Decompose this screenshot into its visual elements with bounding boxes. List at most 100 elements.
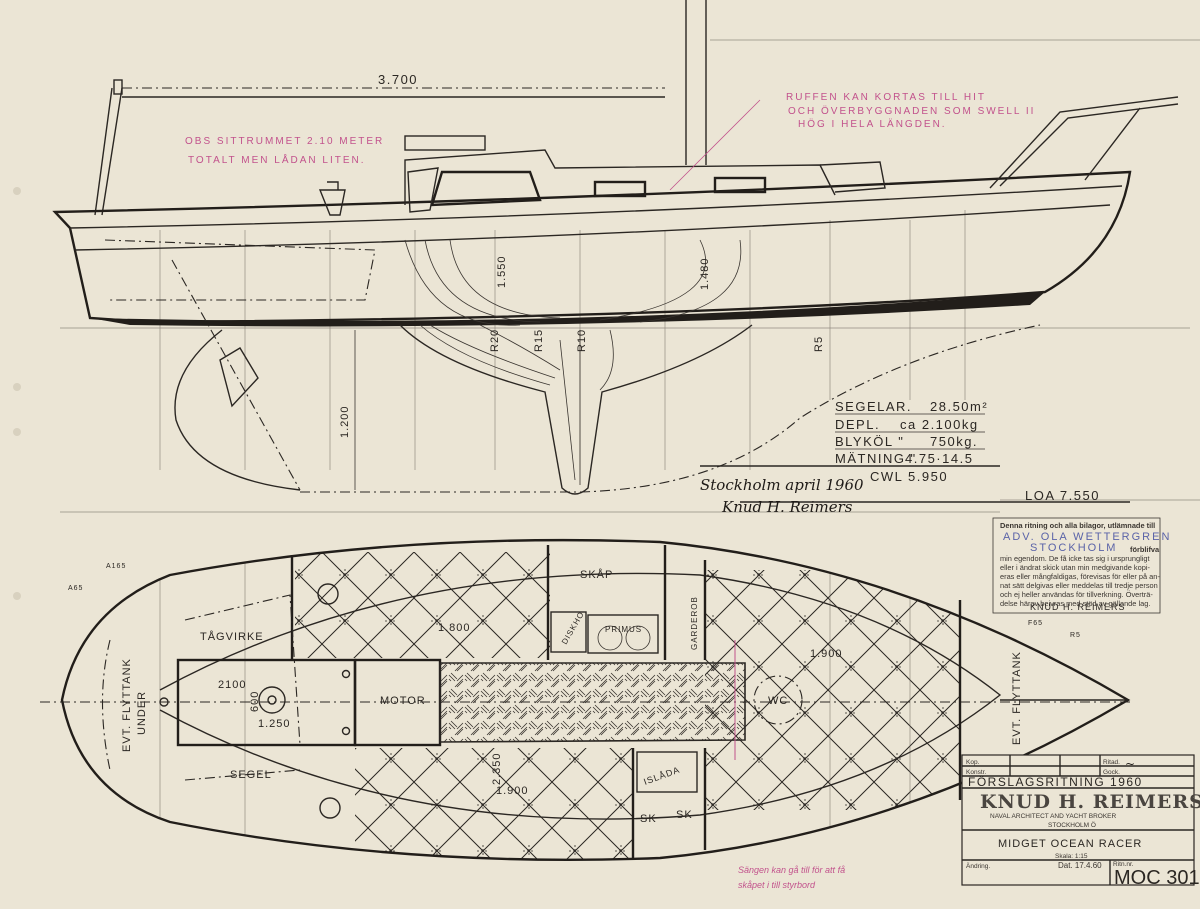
stamp-text: nat sätt delgivas eller meddelas till tr… xyxy=(1000,581,1158,590)
cushion-pattern xyxy=(295,552,550,658)
firm-subtitle: NAVAL ARCHITECT AND YACHT BROKER xyxy=(990,813,1116,820)
spec-label: BLYKÖL " xyxy=(835,434,904,449)
checker-signature: ~ xyxy=(1125,757,1135,771)
ownership-stamp: Denna ritning och alla bilagor, utlämnad… xyxy=(992,517,1169,614)
drawing-date: Dat. 17.4.60 xyxy=(1058,861,1102,870)
pencil-note-bottom: Sängen kan gå till för att få xyxy=(738,865,845,875)
andring-label: Ändring. xyxy=(966,862,990,870)
station-r5: R5 xyxy=(1070,632,1081,639)
dim-600: 600 xyxy=(249,691,261,712)
stamp-text: eller i ändrat skick utan min medgivande… xyxy=(1000,563,1150,572)
station-label: R10 xyxy=(576,329,588,352)
dim-1900: 1.900 xyxy=(496,785,529,797)
drawing-number-label: Ritn.nr. xyxy=(1113,861,1134,868)
label-skap: SKÅP xyxy=(580,568,613,581)
rudder xyxy=(219,347,259,408)
rubbing-strake xyxy=(74,204,1111,251)
label-tagvirke: TÅGVIRKE xyxy=(200,630,264,643)
tank-outline xyxy=(101,639,111,771)
pencil-note-bottom: skåpet i till styrbord xyxy=(738,880,816,890)
label-flyttank-fwd: EVT. FLYTTANK xyxy=(1011,651,1023,745)
dim-cwl: CWL 5.950 xyxy=(870,469,948,484)
title-block: Kop. Konstr. Ritad. Gock. ~ FÖRSLAGSRITN… xyxy=(961,754,1200,889)
label-flyttank-aft: EVT. FLYTTANK xyxy=(121,658,133,752)
body-plan-lines xyxy=(404,239,742,326)
keel-lines xyxy=(419,324,614,485)
locker-outline xyxy=(184,594,301,781)
window-fwd xyxy=(713,176,767,194)
boom-end xyxy=(113,79,123,95)
punch-holes xyxy=(13,187,21,600)
bow-pulpit xyxy=(989,96,1179,189)
spec-label: SEGELAR. xyxy=(835,399,912,414)
spec-value: 28.50m² xyxy=(930,399,988,414)
stove xyxy=(587,614,659,654)
project-name: MIDGET OCEAN RACER xyxy=(998,838,1142,850)
station-label: R5 xyxy=(813,336,825,352)
stamp-text: min egendom. De få icke tas sig i urspru… xyxy=(1000,554,1150,563)
dim-1900-fwd: 1.900 xyxy=(810,648,843,660)
keel xyxy=(399,324,753,495)
konstr-label: Konstr. xyxy=(966,769,986,776)
stamp-text: förblifva xyxy=(1130,545,1160,554)
dim-1550: 1.550 xyxy=(496,255,508,288)
label-islada: ISLÅDA xyxy=(642,764,681,786)
winch xyxy=(318,181,346,216)
underwater-outline xyxy=(171,259,1041,493)
side-profile-view: 3.700 1.550 1.480 1.200 R20 R15 R10 R5 S… xyxy=(52,0,1200,516)
firm-city: STOCKHOLM Ö xyxy=(1048,821,1096,829)
station-a65: A65 xyxy=(68,585,83,592)
gock-label: Gock. xyxy=(1103,769,1120,776)
spec-value: 750kg. xyxy=(930,434,978,449)
pencil-note-cockpit: TOTALT MEN LÅDAN LITEN. xyxy=(188,153,366,166)
spec-value: ca 2.100kg xyxy=(900,417,979,432)
pencil-note-cabin: HÖG I HELA LÄNGDEN. xyxy=(798,118,947,130)
dim-1480: 1.480 xyxy=(699,257,711,290)
label-sk: SK xyxy=(640,813,657,825)
stamp-text: eras eller mångfaldigas, förevisas för e… xyxy=(1000,572,1160,581)
hatch xyxy=(404,135,486,151)
mast xyxy=(685,0,707,165)
bulkheads xyxy=(290,545,962,858)
label-segel: SEGEL xyxy=(230,769,272,781)
cabin-floor xyxy=(439,662,746,743)
dim-2350: 2.350 xyxy=(491,752,503,785)
spec-label: MÄTNING " xyxy=(835,451,917,466)
stamp-signer: KNUD H. REIMERS xyxy=(1030,602,1126,612)
dim-loa: LOA 7.550 xyxy=(1025,488,1100,503)
window-mid xyxy=(593,180,647,198)
station-label: R15 xyxy=(533,329,545,352)
label-wc: WC xyxy=(768,695,788,707)
pencil-note-cabin: RUFFEN KAN KORTAS TILL HIT xyxy=(786,92,986,103)
signature: Knud H. Reimers xyxy=(721,498,853,516)
label-garderob: GARDEROB xyxy=(690,596,699,650)
stamp-text: delse härav beivras med stöd av gällande… xyxy=(1000,599,1150,608)
sheer-line xyxy=(69,185,1123,229)
deck-line xyxy=(159,572,1002,820)
backstay xyxy=(94,87,123,216)
spec-label: DEPL. xyxy=(835,417,880,432)
wc-outline xyxy=(753,675,803,725)
dim-1250: 1.250 xyxy=(258,718,291,730)
ritad-label: Ritad. xyxy=(1103,759,1120,766)
boot-top xyxy=(90,292,1045,327)
stamp-text: Denna ritning och alla bilagor, utlämnad… xyxy=(1000,521,1155,530)
label-sk: SK xyxy=(676,809,693,821)
pencil-note-cabin: OCH ÖVERBYGGNADEN SOM SWELL II xyxy=(788,105,1035,117)
firm-logo: KNUD H. REIMERS xyxy=(980,791,1200,813)
sprayhood xyxy=(407,167,439,213)
signature-place-date: Stockholm april 1960 xyxy=(700,476,864,494)
scale: Skala: 1:15 xyxy=(1055,853,1088,860)
kop-label: Kop. xyxy=(966,759,980,766)
cushion-pattern xyxy=(355,748,633,860)
pencil-note-cockpit: OBS SITTRUMMET 2.10 METER xyxy=(185,136,384,147)
icebox xyxy=(636,751,698,793)
label-under: UNDER xyxy=(136,691,148,735)
label-motor: MOTOR xyxy=(380,695,426,707)
cushion-pattern xyxy=(705,570,960,810)
station-a165: A165 xyxy=(106,563,126,570)
specifications-table: SEGELAR. 28.50m² DEPL. ca 2.100kg BLYKÖL… xyxy=(700,399,1130,503)
station-f65: F65 xyxy=(1028,620,1043,627)
